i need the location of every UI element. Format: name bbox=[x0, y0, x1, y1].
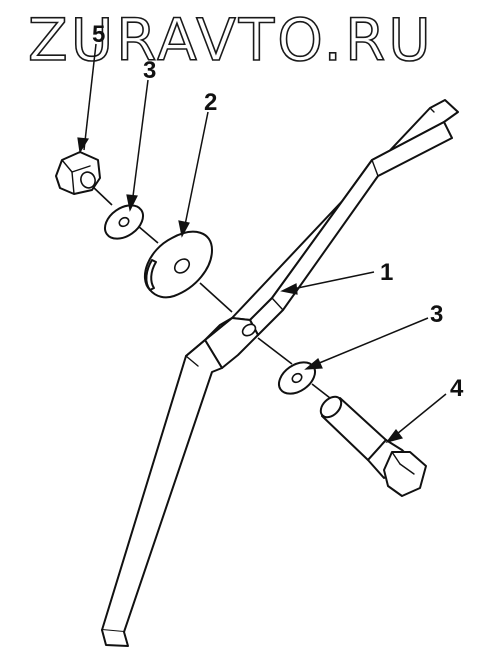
small-washer-upper-part-3 bbox=[104, 204, 144, 240]
callout-4: 4 bbox=[450, 375, 464, 402]
nut-part-5 bbox=[55, 151, 101, 195]
callout-3-upper: 3 bbox=[143, 57, 156, 84]
watermark-text: ZURAVTO.RU bbox=[28, 6, 434, 74]
callout-3-lower: 3 bbox=[430, 301, 443, 328]
assembly-axis bbox=[91, 185, 331, 399]
callout-5: 5 bbox=[92, 21, 105, 48]
leader-lines bbox=[77, 43, 447, 444]
callout-2: 2 bbox=[204, 89, 217, 116]
bolt-part-4 bbox=[319, 395, 427, 497]
callout-1: 1 bbox=[380, 259, 393, 286]
lever-part-1 bbox=[101, 99, 459, 647]
large-washer-part-2 bbox=[144, 230, 213, 299]
